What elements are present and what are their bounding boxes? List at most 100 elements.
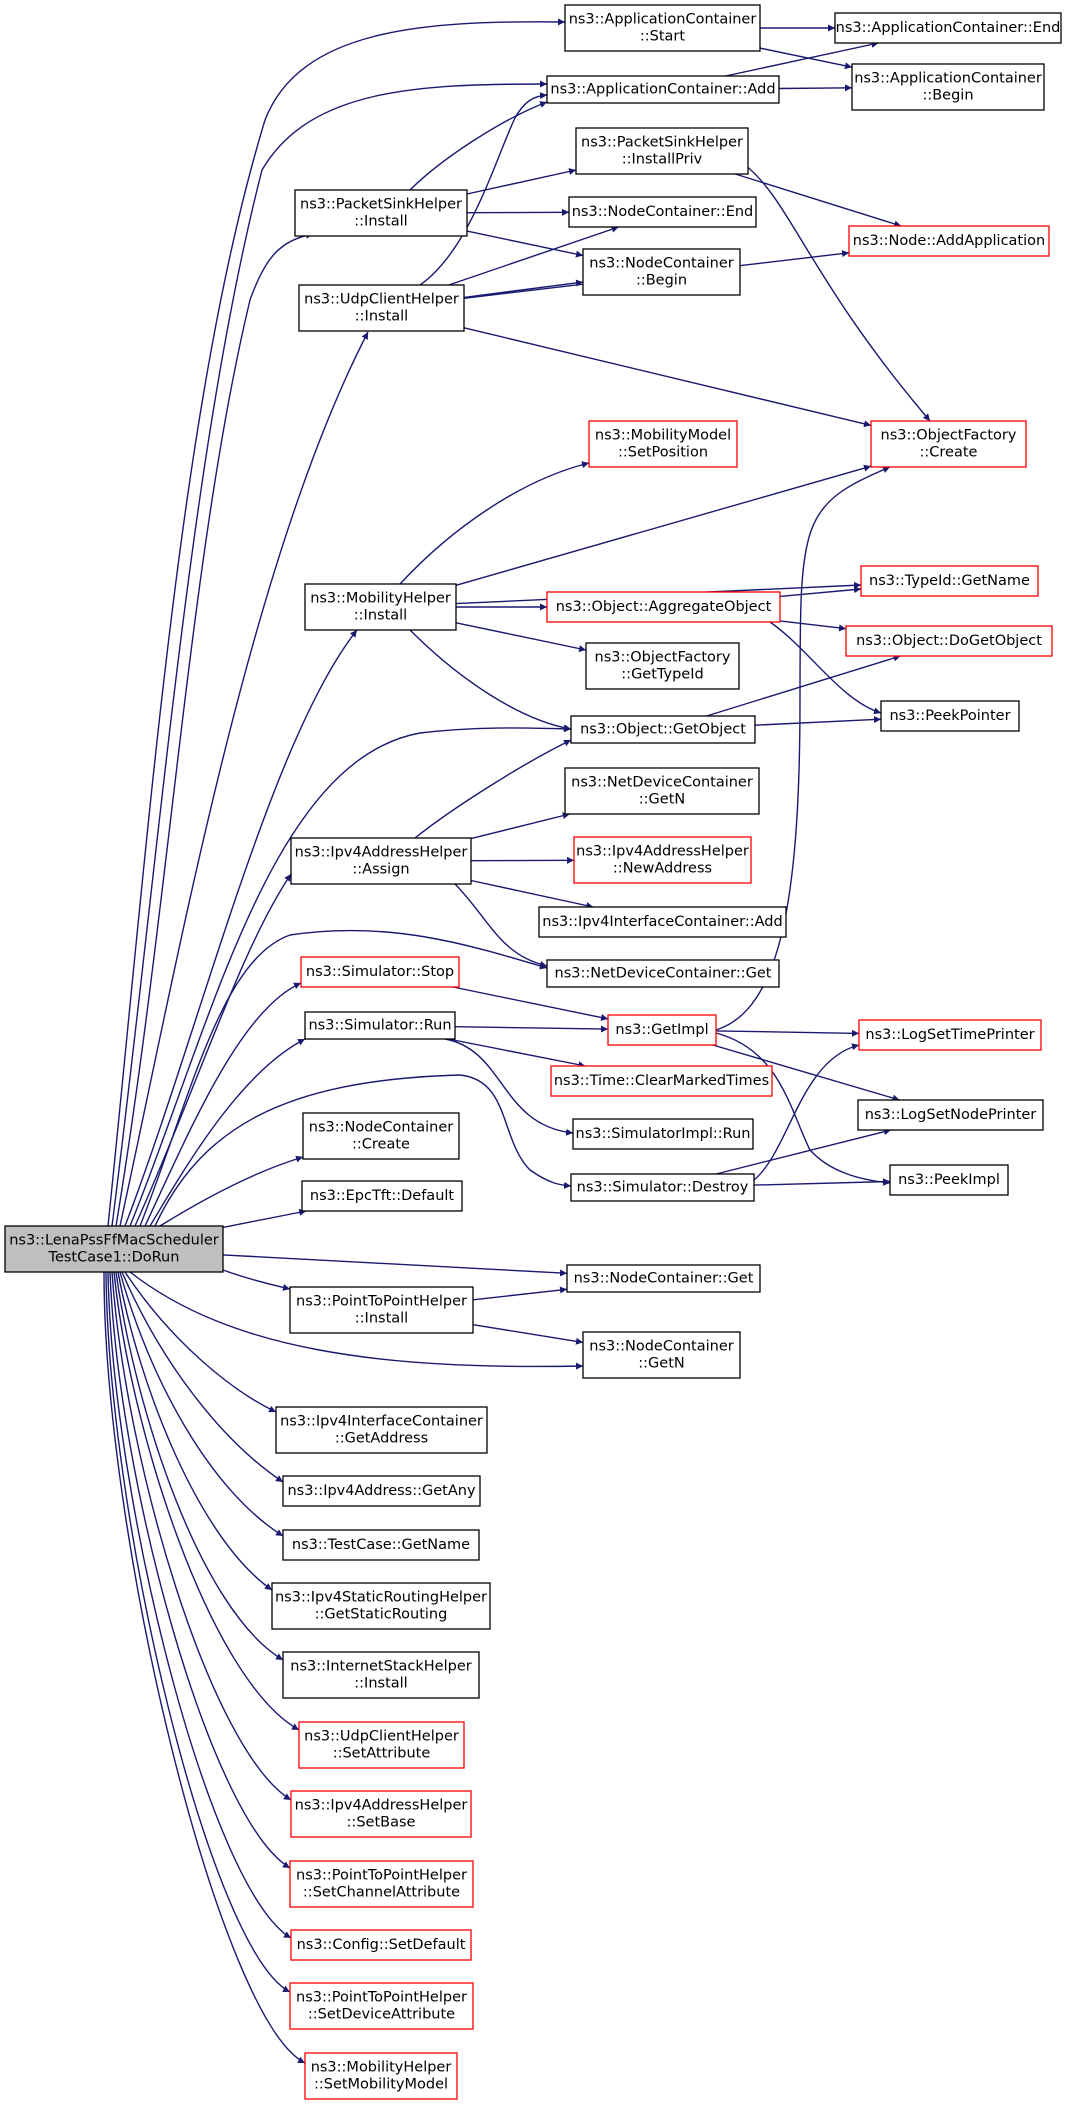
function-node[interactable]: ns3::Ipv4Address::GetAny	[282, 1475, 481, 1507]
node-box	[582, 1331, 741, 1379]
function-node[interactable]: ns3::UdpClientHelper::Install	[298, 284, 465, 332]
node-label-line: ns3::Ipv4InterfaceContainer	[280, 1414, 483, 1430]
function-node[interactable]: ns3::Config::SetDefault	[290, 1929, 472, 1961]
node-label-line: ns3::ApplicationContainer::Add	[550, 82, 775, 98]
node-box	[851, 63, 1045, 111]
function-node[interactable]: ns3::Ipv4InterfaceContainer::GetAddress	[275, 1406, 488, 1454]
call-edge-psInstall-to-ncBegin	[466, 230, 584, 258]
function-node[interactable]: ns3::Ipv4InterfaceContainer::Add	[538, 906, 787, 938]
function-node[interactable]: ns3::ObjectFactory::GetTypeId	[585, 642, 740, 690]
function-node[interactable]: ns3::ApplicationContainer::Add	[546, 75, 780, 104]
function-node[interactable]: ns3::PacketSinkHelper::Install	[294, 189, 468, 237]
function-node[interactable]: ns3::NodeContainer::Begin	[582, 248, 741, 296]
call-edge-ipv4Assign-to-iicAdd	[470, 879, 594, 909]
node-label-line: ns3::PointToPointHelper	[296, 1868, 467, 1884]
node-label-line: ns3::MobilityModel	[595, 428, 731, 444]
node-label-line: ns3::MobilityHelper	[310, 591, 451, 607]
node-box	[585, 642, 740, 690]
node-label-line: ns3::ObjectFactory	[595, 650, 731, 666]
function-node[interactable]: ns3::Ipv4StaticRoutingHelper::GetStaticR…	[271, 1582, 491, 1630]
function-node[interactable]: ns3::Object::GetObject	[570, 715, 756, 744]
function-node[interactable]: ns3::UdpClientHelper::SetAttribute	[298, 1721, 465, 1769]
node-box	[570, 1173, 755, 1202]
function-node[interactable]: ns3::Ipv4AddressHelper::SetBase	[290, 1790, 472, 1838]
call-edge-getImpl-to-logSetTime	[715, 1029, 860, 1037]
root-function-node[interactable]: ns3::LenaPssFfMacSchedulerTestCase1::DoR…	[4, 1225, 224, 1273]
node-box	[550, 1065, 773, 1097]
call-edge-getImpl-to-logSetNode	[712, 1044, 900, 1102]
call-edge-doRun-to-ncCreate	[159, 1155, 304, 1227]
function-node[interactable]: ns3::PeekPointer	[880, 700, 1020, 732]
call-edge-simRun-to-simImplRun	[444, 1038, 574, 1136]
function-node[interactable]: ns3::ApplicationContainer::Start	[564, 4, 761, 52]
node-box	[546, 591, 781, 623]
function-node[interactable]: ns3::Node::AddApplication	[848, 225, 1050, 257]
function-node[interactable]: ns3::NodeContainer::Get	[566, 1264, 761, 1293]
function-node[interactable]: ns3::PointToPointHelper::Install	[289, 1286, 474, 1334]
node-label-line: ns3::Ipv4StaticRoutingHelper	[275, 1590, 487, 1606]
node-label-line: ::GetAddress	[335, 1431, 428, 1447]
call-edge-doRun-to-ipv4SetBase	[111, 1271, 292, 1801]
node-box	[289, 1286, 474, 1334]
call-edge-appStart-to-appBegin	[759, 47, 853, 70]
function-node[interactable]: ns3::Object::DoGetObject	[845, 625, 1053, 657]
function-node[interactable]: ns3::NetDeviceContainer::GetN	[564, 767, 760, 815]
function-node[interactable]: ns3::NetDeviceContainer::Get	[546, 959, 780, 988]
node-box	[300, 956, 460, 988]
node-label-line: ::SetPosition	[618, 445, 708, 461]
function-node[interactable]: ns3::InternetStackHelper::Install	[282, 1651, 480, 1699]
call-edge-psInstallPriv-to-nodeAddApp	[735, 173, 902, 228]
node-label-line: ns3::NodeContainer	[589, 1339, 733, 1355]
function-node[interactable]: ns3::Ipv4AddressHelper::Assign	[290, 837, 472, 885]
node-label-line: ns3::Object::GetObject	[580, 722, 746, 738]
function-node[interactable]: ns3::MobilityHelper::SetMobilityModel	[304, 2052, 458, 2100]
function-node[interactable]: ns3::TestCase::GetName	[282, 1529, 480, 1561]
call-edge-doRun-to-epcDefault	[222, 1208, 307, 1229]
node-label-line: ::Install	[354, 1676, 407, 1692]
call-edge-doRun-to-simDestroy	[154, 1074, 572, 1227]
node-box	[566, 1264, 761, 1293]
function-node[interactable]: ns3::NodeContainer::Create	[302, 1112, 460, 1160]
node-box	[607, 1014, 717, 1046]
node-box	[858, 1019, 1042, 1051]
function-node[interactable]: ns3::Object::AggregateObject	[546, 591, 781, 623]
function-node[interactable]: ns3::MobilityHelper::Install	[304, 583, 457, 631]
function-node[interactable]: ns3::PointToPointHelper::SetChannelAttri…	[289, 1860, 474, 1908]
function-node[interactable]: ns3::GetImpl	[607, 1014, 717, 1046]
node-label-line: ns3::PointToPointHelper	[296, 1990, 467, 2006]
call-edge-doRun-to-udpSetAttr	[113, 1271, 300, 1731]
call-edge-doRun-to-simStop	[144, 982, 302, 1227]
function-node[interactable]: ns3::LogSetTimePrinter	[858, 1019, 1042, 1051]
function-node[interactable]: ns3::Time::ClearMarkedTimes	[550, 1065, 773, 1097]
node-box	[289, 1982, 474, 2030]
node-label-line: ::Start	[640, 29, 686, 45]
function-node[interactable]: ns3::ApplicationContainer::Begin	[851, 63, 1045, 111]
function-node[interactable]: ns3::Simulator::Run	[304, 1011, 456, 1040]
call-edge-psInstall-to-psInstallPriv	[466, 168, 577, 195]
function-node[interactable]: ns3::ObjectFactory::Create	[870, 420, 1027, 468]
function-node[interactable]: ns3::MobilityModel::SetPosition	[588, 420, 738, 468]
node-label-line: ::Install	[354, 608, 407, 624]
function-node[interactable]: ns3::Simulator::Destroy	[570, 1173, 755, 1202]
function-node[interactable]: ns3::PacketSinkHelper::InstallPriv	[575, 127, 749, 175]
node-label-line: ns3::PeekPointer	[889, 708, 1010, 724]
function-node[interactable]: ns3::TypeId::GetName	[860, 565, 1039, 597]
node-box	[546, 959, 780, 988]
node-box	[568, 196, 757, 228]
function-node[interactable]: ns3::EpcTft::Default	[301, 1180, 463, 1212]
function-node[interactable]: ns3::LogSetNodePrinter	[857, 1099, 1044, 1131]
function-node[interactable]: ns3::SimulatorImpl::Run	[572, 1118, 754, 1150]
function-node[interactable]: ns3::PeekImpl	[889, 1164, 1009, 1196]
node-label-line: ns3::Ipv4AddressHelper	[295, 1798, 468, 1814]
call-edge-mhInstall-to-ofGetTypeId	[455, 622, 587, 652]
node-box	[290, 837, 472, 885]
function-node[interactable]: ns3::Simulator::Stop	[300, 956, 460, 988]
function-node[interactable]: ns3::PointToPointHelper::SetDeviceAttrib…	[289, 1982, 474, 2030]
node-label-line: ns3::ObjectFactory	[881, 428, 1017, 444]
node-label-line: ns3::LogSetTimePrinter	[865, 1027, 1034, 1043]
function-node[interactable]: ns3::NodeContainer::GetN	[582, 1331, 741, 1379]
function-node[interactable]: ns3::NodeContainer::End	[568, 196, 757, 228]
function-node[interactable]: ns3::Ipv4AddressHelper::NewAddress	[573, 836, 752, 884]
function-node[interactable]: ns3::ApplicationContainer::End	[834, 12, 1062, 44]
node-box	[290, 1790, 472, 1838]
